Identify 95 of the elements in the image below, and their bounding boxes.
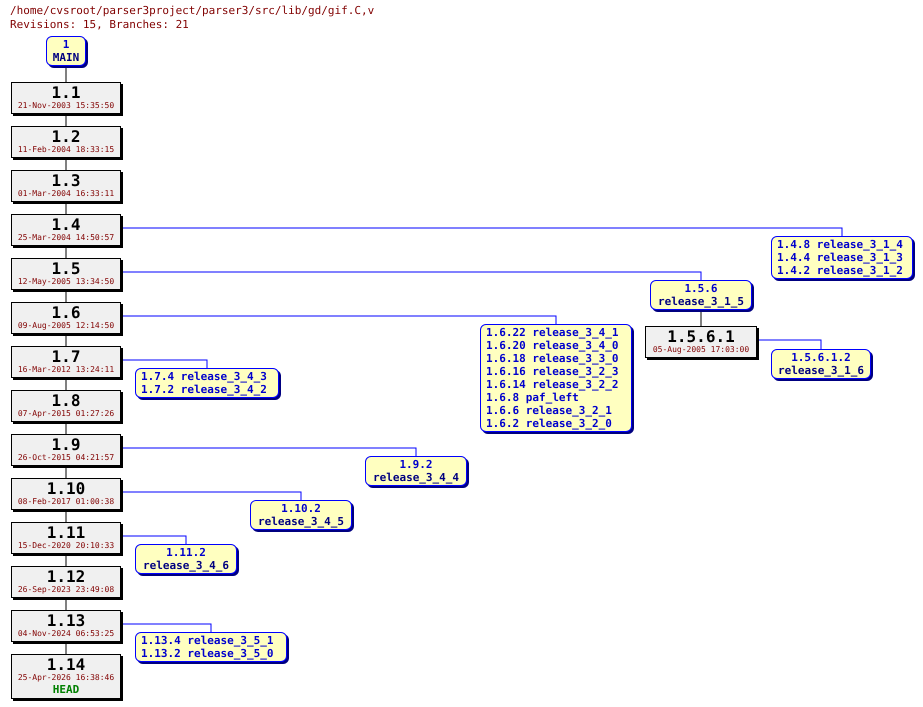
revision-number: 1.3 [52,172,80,189]
revision-date: 25-Apr-2026 16:38:46 [18,673,114,683]
file-path: /home/cvsroot/parser3project/parser3/src/lib/gd/gif.C,v [10,4,374,17]
tag-box [46,36,86,66]
revision-box [11,434,121,466]
tag-label: 1 [62,38,70,51]
tag-label: 1.6.22 release_3_4_1 [486,326,618,339]
revision-number: 1.12 [46,568,86,585]
tag-label: 1.9.2 [399,458,433,471]
connector-line [756,340,822,350]
tag-label: 1.4.8 release_3_1_4 [777,238,903,251]
revision-box [11,478,121,510]
revision-number: 1.7 [52,348,80,365]
revision-number: 1.11 [46,524,86,541]
revision-date: 21-Nov-2003 15:35:50 [18,101,114,111]
revision-box [11,346,121,378]
connector-line [120,228,842,236]
revision-box [11,654,121,699]
connector-line [120,536,186,544]
tag-box [365,456,467,486]
revision-number: 1.14 [46,656,86,673]
tag-box [250,500,352,530]
tag-label: release_3_4_6 [142,559,230,572]
revision-box [11,566,121,598]
tag-label: 1.13.4 release_3_5_1 [141,634,274,647]
revision-box [11,258,121,290]
tag-box [771,349,871,379]
tag-box [480,324,632,432]
revision-box [11,302,121,334]
tag-label: MAIN [52,51,80,64]
tag-label: 1.10.2 [281,502,321,515]
connector-line [120,316,556,324]
revision-date: 01-Mar-2004 16:33:11 [18,189,114,199]
revision-box [11,522,121,554]
tag-label: 1.6.18 release_3_3_0 [486,352,618,365]
tag-label: 1.7.2 release_3_4_2 [141,383,267,396]
tag-label: 1.6.2 release_3_2_0 [486,417,612,430]
connector-line [700,310,702,326]
revision-number: 1.8 [52,392,80,409]
revision-box [11,390,121,422]
connector-line [120,492,302,500]
revision-number: 1.10 [46,480,86,497]
revision-number: 1.2 [52,128,80,145]
connector-line [120,360,208,368]
tag-label: 1.4.4 release_3_1_3 [777,251,903,264]
tag-label: 1.6.16 release_3_2_3 [486,365,618,378]
tag-label: 1.6.20 release_3_4_0 [486,339,618,352]
revision-summary: Revisions: 15, Branches: 21 [10,18,189,31]
tag-label: 1.7.4 release_3_4_3 [141,370,267,383]
revision-date: 15-Dec-2020 20:10:33 [18,541,114,551]
revision-date: 26-Oct-2015 04:21:57 [18,453,114,463]
revision-box [11,82,121,114]
connector-line [120,448,416,456]
revision-number: 1.13 [46,612,86,629]
tag-label: release_3_1_6 [778,364,864,377]
revision-box [11,170,121,202]
revision-date: 09-Aug-2005 12:14:50 [18,321,114,331]
tag-box [650,280,752,310]
tag-box [135,368,279,398]
revision-number: 1.5 [52,260,80,277]
revision-box [11,126,121,158]
tag-box [135,544,237,574]
tag-label: release_3_4_4 [372,471,460,484]
revision-number: 1.1 [52,84,80,101]
connector-line [120,624,212,632]
revision-date: 11-Feb-2004 18:33:15 [18,145,114,155]
revision-date: 08-Feb-2017 01:00:38 [18,497,114,507]
revision-date: 05-Aug-2005 17:03:00 [652,345,750,355]
revision-box [11,214,121,246]
tag-label: release_3_1_5 [658,295,744,308]
tag-label: 1.6.8 paf_left [486,391,579,404]
tag-label: 1.5.6.1.2 [791,351,851,364]
revision-date: 12-May-2005 13:34:50 [18,277,114,287]
tag-box [135,632,287,662]
tag-label: 1.6.6 release_3_2_1 [486,404,612,417]
head-tag: HEAD [52,683,80,696]
tag-label: 1.13.2 release_3_5_0 [141,647,274,660]
revision-date: 07-Apr-2015 01:27:26 [18,409,114,419]
connector-line [120,272,702,280]
revision-date: 25-Mar-2004 14:50:57 [18,233,114,243]
tag-label: 1.6.14 release_3_2_2 [486,378,618,391]
revision-number: 1.9 [52,436,80,453]
revision-box [645,326,757,358]
tag-box [771,236,913,279]
revision-number: 1.6 [52,304,80,321]
tag-label: 1.5.6 [684,282,718,295]
revision-number: 1.4 [52,216,80,233]
tag-label: 1.11.2 [166,546,206,559]
revision-box [11,610,121,642]
tag-label: release_3_4_5 [258,515,344,528]
tag-label: 1.4.2 release_3_1_2 [777,264,903,277]
revision-number: 1.5.6.1 [667,328,735,345]
revision-date: 16-Mar-2012 13:24:11 [18,365,114,375]
revision-date: 04-Nov-2024 06:53:25 [18,629,114,639]
revision-date: 26-Sep-2023 23:49:08 [18,585,114,595]
